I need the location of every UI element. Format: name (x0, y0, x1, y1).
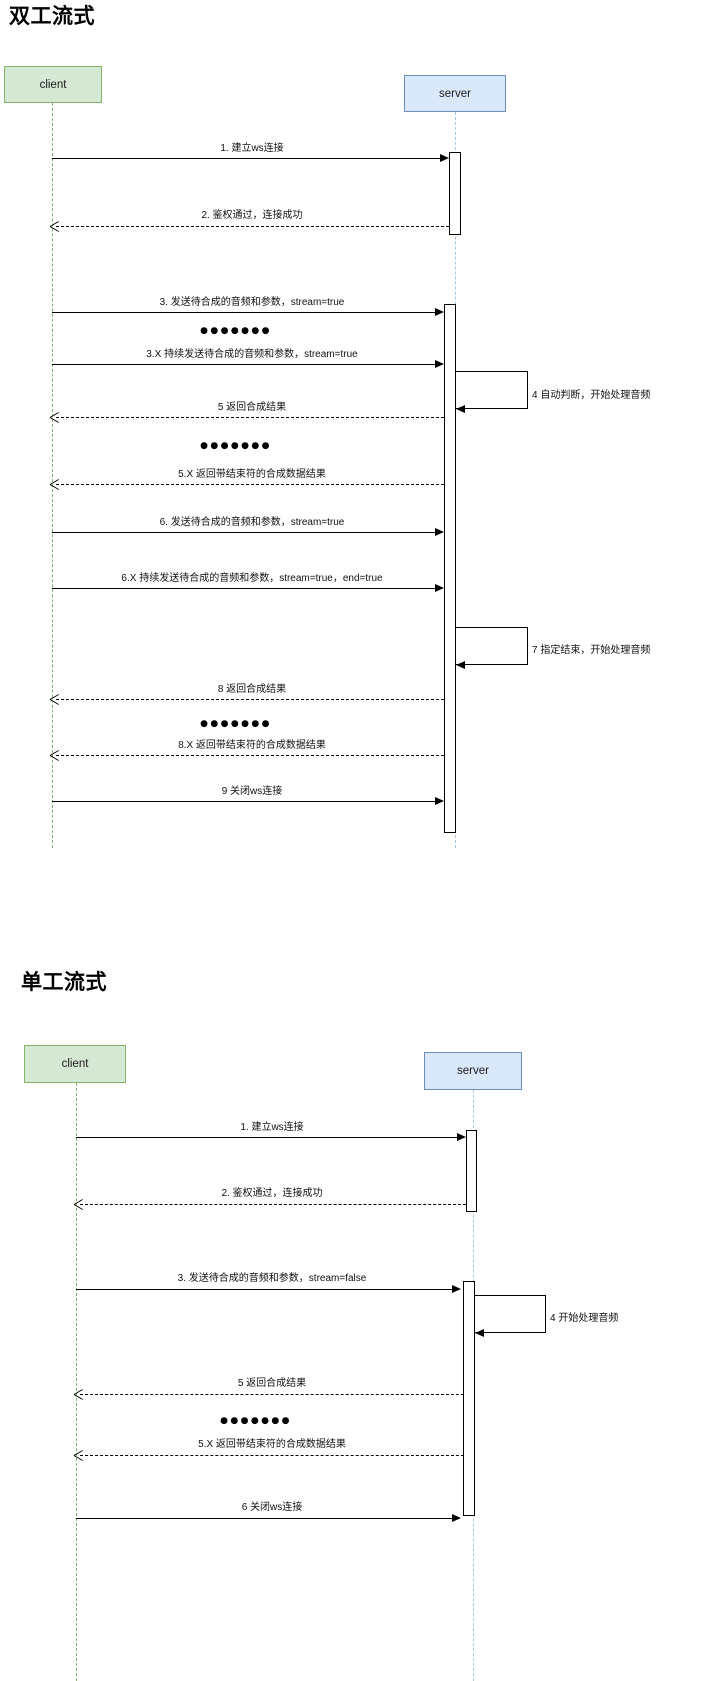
message-line-5-simplex (80, 1394, 464, 1395)
arrowhead-right-6-duplex (435, 527, 444, 536)
arrowhead-right-3x-duplex (435, 359, 444, 368)
message-line-2-simplex (80, 1204, 466, 1205)
activation-bar-main-simplex (463, 1281, 475, 1516)
message-label-4-duplex: 4 自动判断，开始处理音频 (532, 390, 651, 401)
message-ellipsis-3-duplex: ●●●●●●● (200, 719, 272, 729)
lifeline-client-duplex (52, 103, 53, 848)
message-ellipsis-1-simplex: ●●●●●●● (220, 1416, 292, 1426)
arrowhead-left-4-duplex (456, 404, 465, 413)
message-label-3x-duplex: 3.X 持续发送待合成的音频和参数，stream=true (146, 349, 358, 360)
message-label-5-duplex: 5 返回合成结果 (217, 402, 287, 413)
arrowhead-right-6-simplex (452, 1513, 461, 1522)
arrowhead-left-5x-simplex (74, 1451, 83, 1460)
message-line-8-duplex (56, 699, 444, 700)
participant-server-duplex[interactable]: server (404, 75, 506, 112)
lifeline-client-simplex (76, 1083, 77, 1681)
activation-bar-auth-duplex (449, 152, 461, 235)
participant-client-duplex[interactable]: client (4, 66, 102, 103)
arrowhead-right-1-duplex (440, 153, 449, 162)
arrowhead-left-2-simplex (74, 1200, 83, 1209)
message-label-3-duplex: 3. 发送待合成的音频和参数，stream=true (159, 297, 345, 308)
participant-label: server (457, 1065, 489, 1077)
diagram-title-simplex: 单工流式 (21, 971, 107, 994)
arrowhead-right-3-simplex (452, 1284, 461, 1293)
message-label-5x-simplex: 5.X 返回带结束符的合成数据结果 (198, 1439, 346, 1450)
message-line-2-duplex (56, 226, 449, 227)
arrowhead-right-1-simplex (457, 1132, 466, 1141)
message-ellipsis-1-duplex: ●●●●●●● (200, 326, 272, 336)
arrowhead-left-5-duplex (50, 413, 59, 422)
message-line-3x-duplex (52, 364, 437, 365)
message-line-6x-duplex (52, 588, 437, 589)
diagram-simplex: client server 1. 建立ws连接 2. 鉴权通过，连接成功 3. … (0, 950, 709, 1681)
message-label-6-duplex: 6. 发送待合成的音频和参数，stream=true (159, 517, 345, 528)
diagram-title-duplex: 双工流式 (9, 5, 95, 28)
participant-server-simplex[interactable]: server (424, 1052, 522, 1090)
message-label-8-duplex: 8 返回合成结果 (217, 684, 287, 695)
message-line-5-duplex (56, 417, 444, 418)
arrowhead-right-9-duplex (435, 796, 444, 805)
message-label-3-simplex: 3. 发送待合成的音频和参数，stream=false (177, 1273, 367, 1284)
message-label-6x-duplex: 6.X 持续发送待合成的音频和参数，stream=true，end=true (121, 573, 383, 584)
message-label-9-duplex: 9 关闭ws连接 (221, 786, 283, 797)
arrowhead-left-2-duplex (50, 222, 59, 231)
message-line-6-simplex (76, 1518, 453, 1519)
message-label-5-simplex: 5 返回合成结果 (237, 1378, 307, 1389)
arrowhead-left-4-simplex (475, 1328, 484, 1337)
message-label-6-simplex: 6 关闭ws连接 (241, 1502, 303, 1513)
message-line-3-simplex (76, 1289, 453, 1290)
message-line-3-duplex (52, 312, 437, 313)
message-line-1-duplex (52, 158, 442, 159)
message-line-5x-duplex (56, 484, 444, 485)
message-label-1-duplex: 1. 建立ws连接 (220, 143, 284, 154)
participant-label: client (39, 78, 67, 91)
message-line-9-duplex (52, 801, 437, 802)
message-line-6-duplex (52, 532, 437, 533)
arrowhead-left-8x-duplex (50, 751, 59, 760)
message-line-8x-duplex (56, 755, 444, 756)
message-label-2-simplex: 2. 鉴权通过，连接成功 (221, 1188, 323, 1199)
message-label-5x-duplex: 5.X 返回带结束符的合成数据结果 (178, 469, 326, 480)
message-ellipsis-2-duplex: ●●●●●●● (200, 441, 272, 451)
arrowhead-right-6x-duplex (435, 583, 444, 592)
message-label-8x-duplex: 8.X 返回带结束符的合成数据结果 (178, 740, 326, 751)
arrowhead-left-5x-duplex (50, 480, 59, 489)
participant-label: client (61, 1058, 89, 1070)
arrowhead-left-5-simplex (74, 1390, 83, 1399)
self-message-loop-4-simplex (475, 1295, 546, 1333)
participant-client-simplex[interactable]: client (24, 1045, 126, 1083)
arrowhead-left-7-duplex (456, 660, 465, 669)
activation-bar-main-duplex (444, 304, 456, 833)
diagram-duplex: client server 1. 建立ws连接 2. 鉴权通过，连接成功 3. … (0, 0, 709, 950)
arrowhead-right-3-duplex (435, 307, 444, 316)
message-label-4-simplex: 4 开始处理音频 (550, 1313, 619, 1324)
self-message-loop-4-duplex (456, 371, 528, 409)
message-line-5x-simplex (80, 1455, 464, 1456)
activation-bar-auth-simplex (466, 1130, 477, 1212)
self-message-loop-7-duplex (456, 627, 528, 665)
arrowhead-left-8-duplex (50, 695, 59, 704)
message-label-7-duplex: 7 指定结束，开始处理音频 (532, 645, 651, 656)
message-label-2-duplex: 2. 鉴权通过，连接成功 (201, 210, 303, 221)
participant-label: server (439, 87, 471, 100)
message-label-1-simplex: 1. 建立ws连接 (240, 1122, 304, 1133)
message-line-1-simplex (76, 1137, 459, 1138)
